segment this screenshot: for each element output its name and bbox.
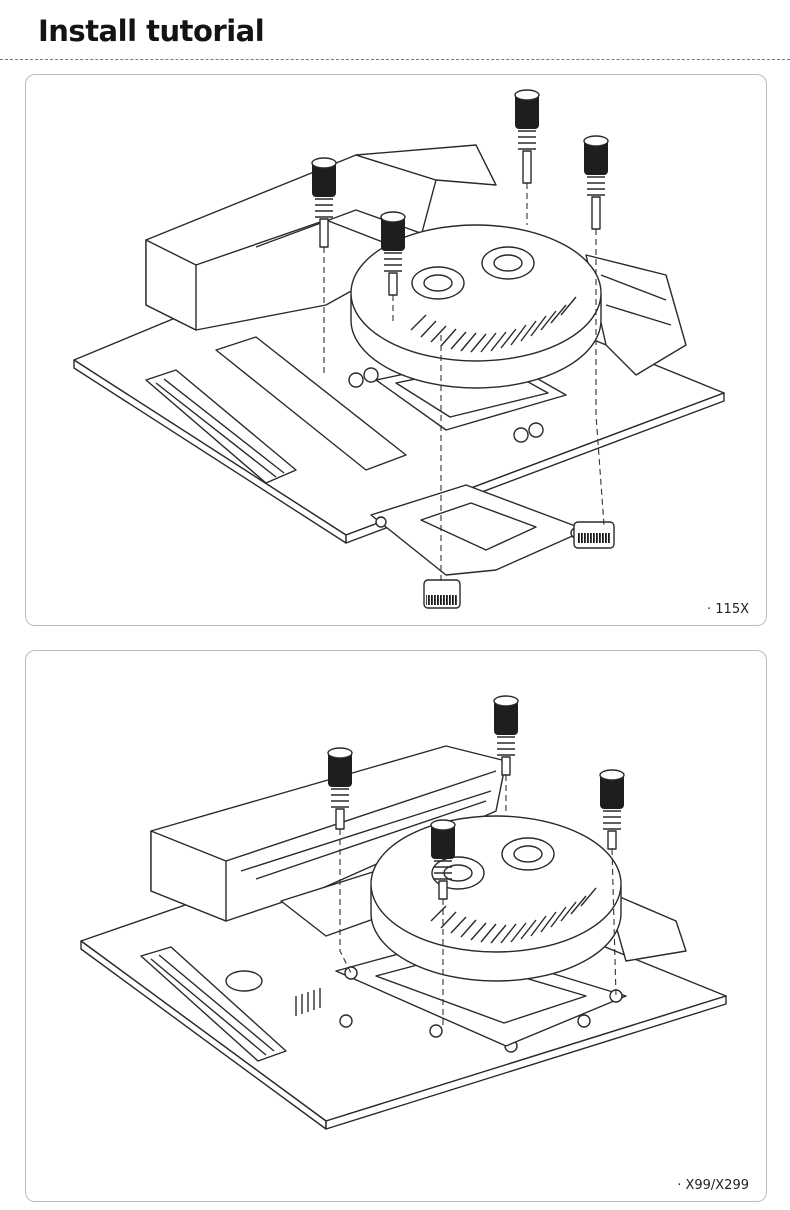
- waterblock-install-115x-diagram: [73, 89, 725, 609]
- screw-icon: [493, 695, 519, 776]
- alignment-guides: [323, 183, 605, 585]
- screw-icon: [327, 747, 353, 830]
- motherboard: [80, 745, 727, 1130]
- diagram-panel-x99-x299: · X99/X299: [25, 650, 767, 1202]
- backplate: [370, 484, 615, 609]
- screw-icon: [430, 819, 456, 900]
- cpu-waterblock: [370, 815, 622, 982]
- waterblock-install-x99-x299-diagram: [80, 695, 727, 1130]
- screw-icon: [599, 769, 625, 850]
- mounting-screws: [327, 695, 625, 900]
- alignment-guides: [339, 775, 617, 1026]
- socket-caption-115x: · 115X: [707, 602, 749, 617]
- mounting-screws: [311, 89, 609, 296]
- cpu-waterblock: [350, 224, 602, 389]
- page-title: Install tutorial: [38, 14, 265, 48]
- screw-icon: [380, 211, 406, 296]
- socket-caption-x99-x299: · X99/X299: [677, 1178, 749, 1193]
- motherboard: [73, 144, 725, 544]
- screw-icon: [583, 135, 609, 230]
- screw-icon: [514, 89, 540, 184]
- screw-icon: [311, 157, 337, 248]
- title-divider: [0, 59, 790, 60]
- diagram-panel-115x: · 115X: [25, 74, 767, 626]
